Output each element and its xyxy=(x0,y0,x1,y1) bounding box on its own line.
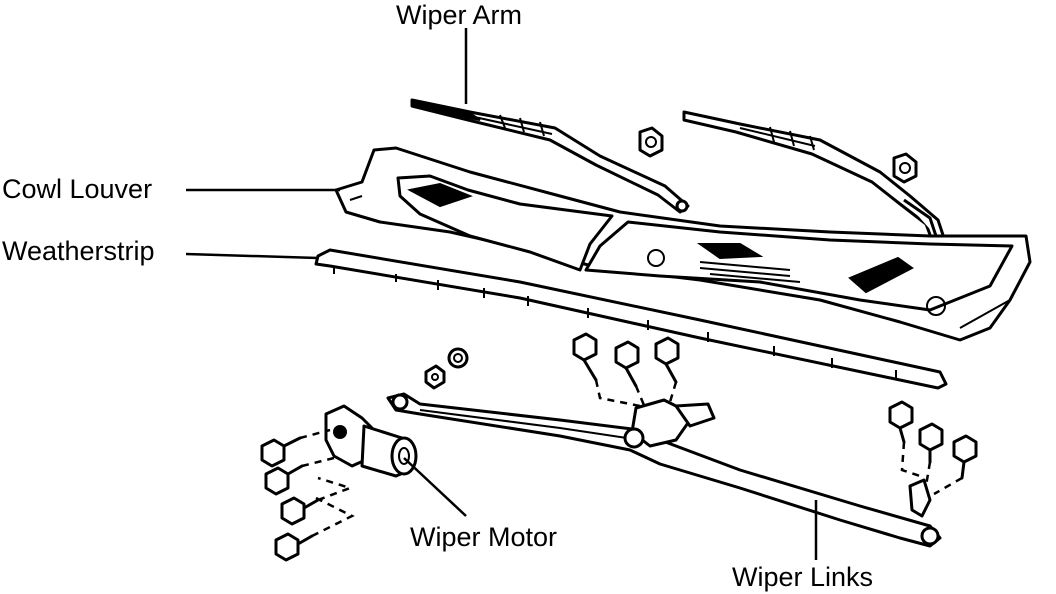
pivot-bolts-right xyxy=(888,400,978,518)
label-weatherstrip: Weatherstrip xyxy=(2,236,155,266)
washer-small xyxy=(424,364,446,390)
arm-nut-left xyxy=(638,126,664,158)
wiper-motor xyxy=(324,404,418,478)
label-cowl-louver: Cowl Louver xyxy=(2,174,152,204)
cowl-louver xyxy=(334,146,1032,342)
pivot-bolts-center xyxy=(572,332,680,411)
washer-large xyxy=(447,347,469,369)
label-wiper-motor: Wiper Motor xyxy=(410,522,557,552)
leader-weatherstrip xyxy=(185,252,319,260)
motor-bolts xyxy=(260,428,355,562)
wiper-links xyxy=(386,392,942,548)
arm-nut-right xyxy=(892,152,918,184)
wiper-arm-left xyxy=(410,98,690,214)
leader-wiper-motor xyxy=(403,457,467,517)
label-wiper-links: Wiper Links xyxy=(732,562,873,592)
weatherstrip xyxy=(314,248,948,390)
label-wiper-arm: Wiper Arm xyxy=(396,0,522,30)
